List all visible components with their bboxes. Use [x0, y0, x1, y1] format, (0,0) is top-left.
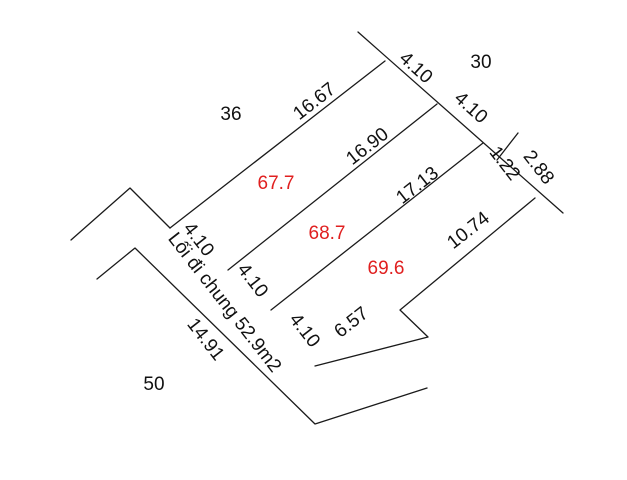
- plot-areas: 67.7 68.7 69.6: [258, 173, 405, 279]
- dim-plot3-front: 4.10: [285, 310, 324, 352]
- plot2-plot3-divider: [270, 142, 484, 311]
- dim-plot2-bottom: 17.13: [392, 163, 442, 209]
- dim-plot3-side-1: 10.74: [443, 207, 494, 253]
- boundary-lines: [70, 31, 564, 425]
- outer-left-boundary: [70, 187, 171, 241]
- dim-plot1-bottom: 16.90: [342, 124, 392, 170]
- dim-plot1-back: 4.10: [395, 48, 437, 88]
- plot1-area: 67.7: [258, 173, 295, 194]
- plot1-plot2-divider: [227, 103, 438, 271]
- plot3-rear-tick: [496, 132, 519, 161]
- plot3-area: 69.6: [368, 258, 405, 279]
- dimension-labels: 16.67 4.10 4.10 16.90 4.10 4.10 17.13 1.…: [163, 48, 558, 377]
- neighbor-labels: 36 30 50: [143, 52, 491, 395]
- common-path-outer-edge: [96, 247, 428, 425]
- dim-common-path: 14.91: [182, 314, 228, 364]
- plot1-top-side: [169, 60, 386, 229]
- dim-plot3-back-2: 2.88: [519, 147, 558, 189]
- neighbor-top-left: 36: [220, 104, 241, 125]
- neighbor-bottom-left: 50: [143, 374, 164, 395]
- top-rear-boundary: [357, 31, 564, 214]
- dim-plot2-back: 4.10: [450, 88, 492, 128]
- plot3-lower-side: [314, 197, 536, 367]
- dim-plot3-side-2: 6.57: [331, 303, 373, 342]
- dim-plot2-front: 4.10: [233, 260, 272, 302]
- neighbor-top-right: 30: [470, 52, 491, 73]
- plot2-area: 68.7: [309, 223, 346, 244]
